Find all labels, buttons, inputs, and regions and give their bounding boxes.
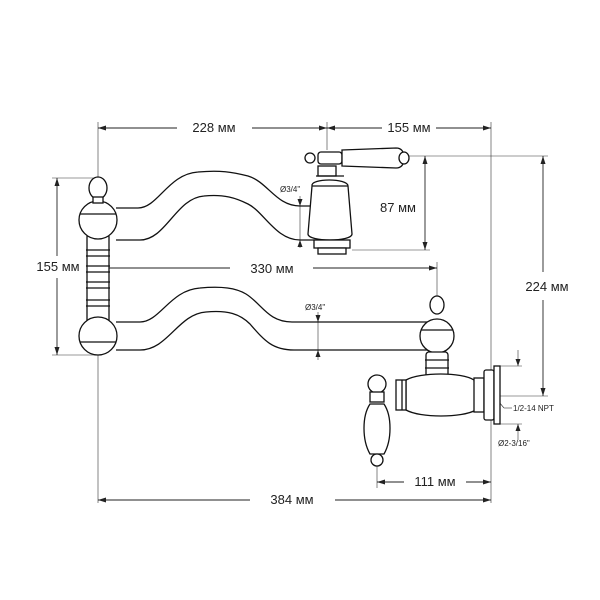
- dim-left-height: 155 мм: [36, 259, 79, 274]
- note-lower-pipe-diameter: Ø3/4": [305, 303, 325, 312]
- note-thread-spec: 1/2-14 NPT: [513, 404, 554, 413]
- dim-valve-height: 87 мм: [380, 200, 416, 215]
- dimension-lines: [54, 125, 546, 503]
- faucet-body: [78, 147, 501, 467]
- note-upper-pipe-diameter: Ø3/4": [280, 185, 300, 194]
- dimension-labels: 228 мм 155 мм 155 мм 87 мм 330 мм 224 мм…: [36, 120, 568, 507]
- dim-top-right: 155 мм: [387, 120, 430, 135]
- dim-inlet-offset: 111 мм: [414, 474, 455, 489]
- dim-total-length: 384 мм: [270, 492, 313, 507]
- dim-arm-reach: 330 мм: [250, 261, 293, 276]
- extension-lines: [52, 122, 548, 503]
- note-flange-diameter: Ø2-3/16": [498, 439, 530, 448]
- dim-total-height: 224 мм: [525, 279, 568, 294]
- dim-top-left: 228 мм: [192, 120, 235, 135]
